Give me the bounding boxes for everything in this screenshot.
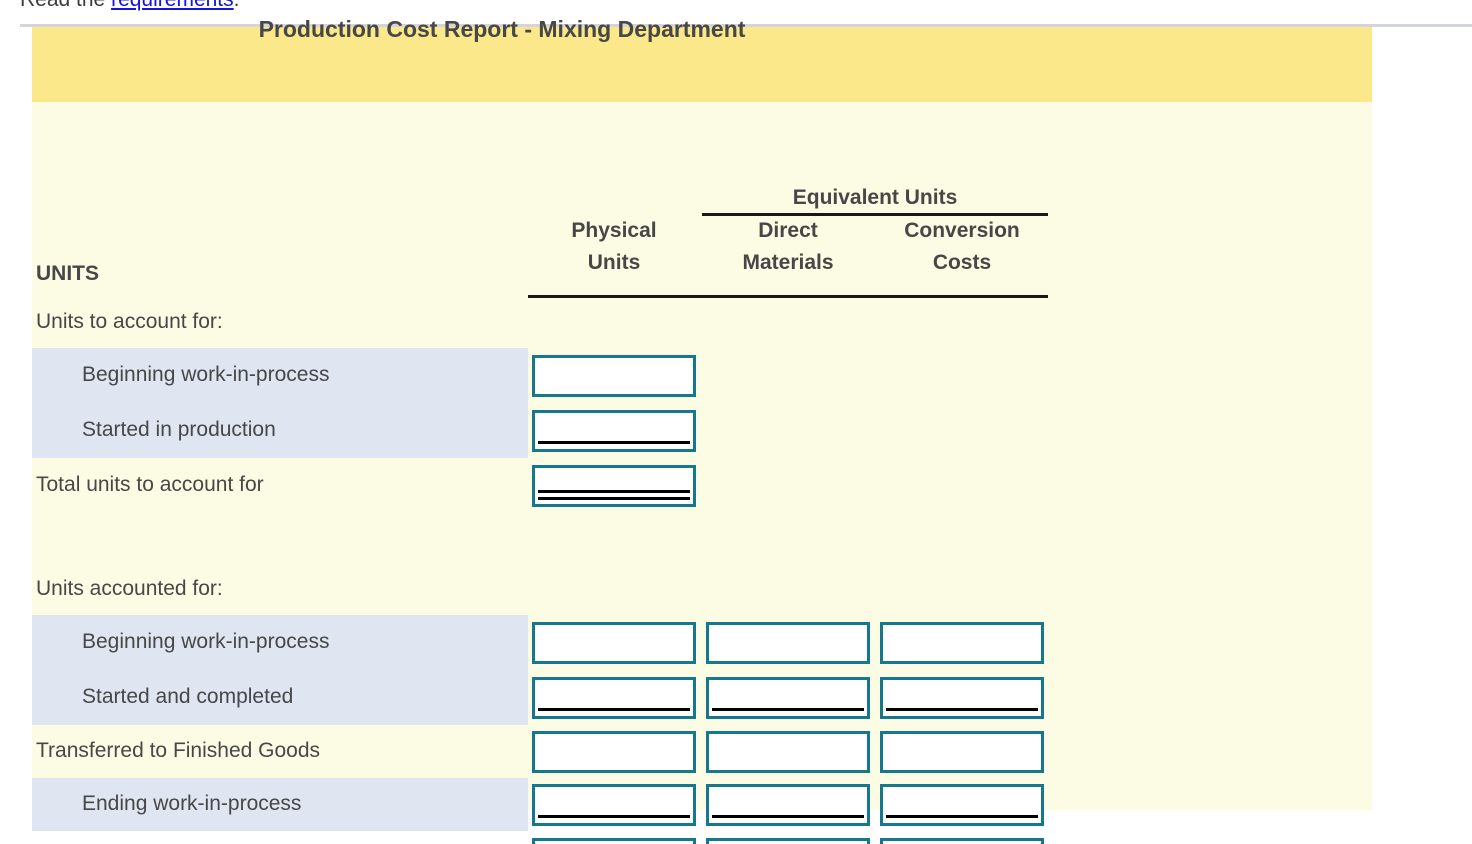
row-transferred-to-finished-goods: Transferred to Finished Goods	[32, 725, 1372, 778]
total-underline-upper	[538, 490, 690, 493]
row-band	[32, 670, 528, 725]
input-ending-wip-conversion[interactable]	[880, 784, 1044, 826]
column-header-line1: Conversion	[904, 219, 1020, 242]
equivalent-units-rule	[702, 213, 1048, 216]
input-beginning-wip-2-conversion[interactable]	[880, 622, 1044, 664]
column-header-line2: Units	[587, 251, 641, 274]
input-total-units-accounted-for-physical[interactable]	[532, 838, 696, 844]
input-started-in-production-physical[interactable]	[532, 410, 696, 452]
section-divider	[20, 24, 1472, 27]
column-header-line2: Materials	[742, 251, 834, 274]
row-label: Beginning work-in-process	[82, 363, 330, 386]
row-beginning-wip-1: Beginning work-in-process	[32, 348, 1372, 403]
column-header-physical-units: Physical Units	[528, 215, 700, 279]
column-header-rule	[528, 295, 1048, 298]
report-title: Production Cost Report - Mixing Departme…	[258, 16, 746, 42]
row-label: Ending work-in-process	[82, 792, 302, 815]
row-started-and-completed: Started and completed	[32, 670, 1372, 725]
input-beginning-wip-1-physical[interactable]	[532, 355, 696, 397]
row-label: Transferred to Finished Goods	[36, 739, 321, 762]
row-total-units-accounted-for: Total units accounted for	[32, 831, 1372, 844]
column-header-direct-materials: Direct Materials	[702, 215, 874, 279]
input-ending-wip-direct_materials[interactable]	[706, 784, 870, 826]
subtotal-underline	[712, 708, 864, 711]
row-label: Total units to account for	[36, 473, 264, 496]
units-section-label: UNITS	[36, 262, 99, 285]
instruction-line: Read the requirements.	[20, 0, 239, 12]
row-beginning-wip-2: Beginning work-in-process	[32, 615, 1372, 670]
input-total-units-to-account-for-physical[interactable]	[532, 465, 696, 507]
row-band	[32, 348, 528, 403]
row-label: Units accounted for:	[36, 577, 223, 600]
row-band	[32, 831, 528, 844]
subtotal-underline	[886, 708, 1038, 711]
input-started-and-completed-conversion[interactable]	[880, 677, 1044, 719]
input-beginning-wip-2-physical[interactable]	[532, 622, 696, 664]
total-underline-lower	[538, 497, 690, 500]
row-band	[32, 403, 528, 458]
input-started-and-completed-direct_materials[interactable]	[706, 677, 870, 719]
subtotal-underline	[538, 815, 690, 818]
input-total-units-accounted-for-conversion[interactable]	[880, 838, 1044, 844]
column-group-header-equivalent-units: Equivalent Units	[792, 186, 958, 209]
input-ending-wip-physical[interactable]	[532, 784, 696, 826]
input-started-and-completed-physical[interactable]	[532, 677, 696, 719]
row-ending-wip: Ending work-in-process	[32, 778, 1372, 831]
row-total-units-to-account-for: Total units to account for	[32, 458, 1372, 514]
input-transferred-to-finished-goods-conversion[interactable]	[880, 731, 1044, 773]
instruction-prefix: Read the	[20, 0, 111, 11]
input-transferred-to-finished-goods-direct_materials[interactable]	[706, 731, 870, 773]
row-units-to-account-for: Units to account for:	[32, 298, 1372, 348]
column-header-line1: Physical	[571, 219, 657, 242]
row-units-accounted-for: Units accounted for:	[32, 565, 1372, 615]
input-transferred-to-finished-goods-physical[interactable]	[532, 731, 696, 773]
row-band	[32, 778, 528, 831]
report-body: Equivalent Units Physical Units Direct M…	[32, 102, 1372, 844]
input-beginning-wip-2-direct_materials[interactable]	[706, 622, 870, 664]
production-cost-report-panel: Production Cost Report - Mixing Departme…	[32, 16, 1372, 844]
column-header-line2: Costs	[932, 251, 992, 274]
column-header-line1: Direct	[758, 219, 818, 242]
subtotal-underline	[538, 441, 690, 444]
subtotal-underline	[538, 708, 690, 711]
report-header-band: Production Cost Report - Mixing Departme…	[32, 16, 1372, 102]
input-total-units-accounted-for-direct_materials[interactable]	[706, 838, 870, 844]
subtotal-underline	[886, 815, 1038, 818]
instruction-suffix: .	[234, 0, 240, 11]
row-band	[32, 615, 528, 670]
row-label: Beginning work-in-process	[82, 630, 330, 653]
row-label: Started and completed	[82, 685, 294, 708]
column-header-conversion-costs: Conversion Costs	[876, 215, 1048, 279]
row-label: Started in production	[82, 418, 276, 441]
row-started-in-production: Started in production	[32, 403, 1372, 458]
subtotal-underline	[712, 815, 864, 818]
row-label: Units to account for:	[36, 310, 223, 333]
requirements-link[interactable]: requirements	[111, 0, 234, 11]
